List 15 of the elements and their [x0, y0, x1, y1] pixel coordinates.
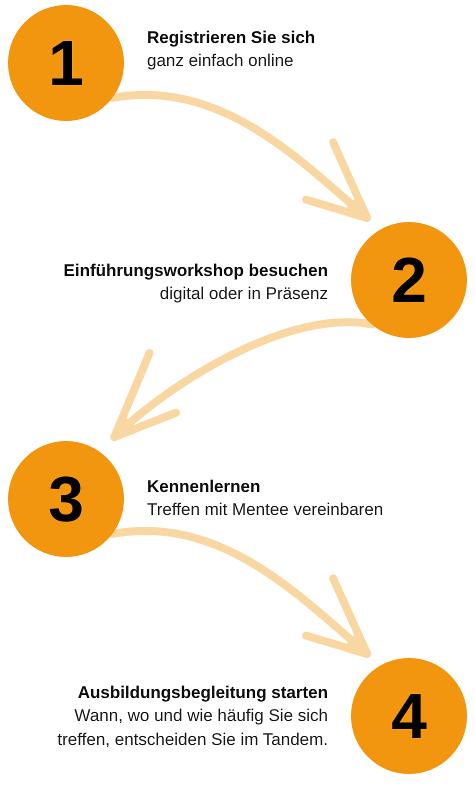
step-number: 3 — [48, 467, 84, 531]
curved-arrow — [110, 318, 376, 442]
step-heading: Ausbildungsbegleitung starten — [76, 682, 328, 704]
step-number: 1 — [48, 31, 84, 95]
step-number: 4 — [391, 684, 427, 748]
step-number: 2 — [391, 248, 427, 312]
step-description: digital oder in Präsenz — [158, 283, 328, 305]
step-heading: Kennenlernen — [147, 476, 262, 498]
step-description: Wann, wo und wie häufig Sie sich treffen, entscheiden Sie im Tandem. — [56, 705, 328, 751]
step-heading: Einführungsworkshop besuchen — [62, 260, 328, 282]
step-heading: Registrieren Sie sich — [147, 27, 316, 49]
curved-arrow — [108, 90, 372, 222]
curved-arrow — [108, 526, 372, 658]
step-description: Treffen mit Mentee vereinbaren — [147, 499, 384, 521]
step-description: ganz einfach online — [147, 50, 295, 72]
